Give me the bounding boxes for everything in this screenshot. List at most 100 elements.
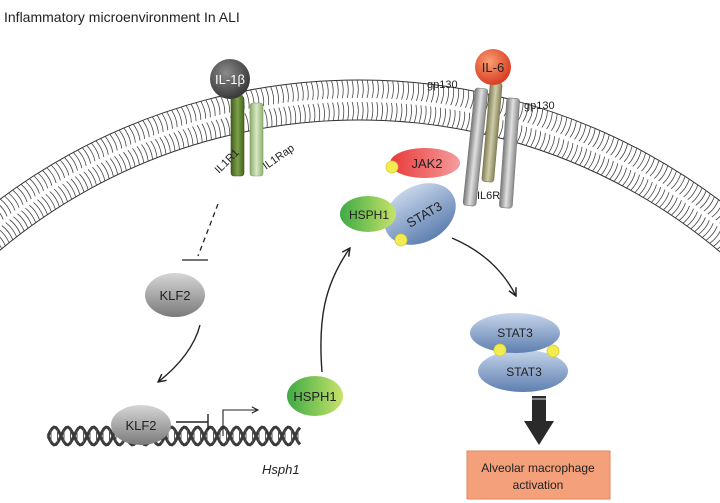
lipid-tail xyxy=(8,192,33,226)
lipid-tail xyxy=(678,187,703,221)
lipid-tail xyxy=(270,86,278,127)
lipid-tail xyxy=(690,196,715,230)
lipid-tail xyxy=(104,136,123,173)
lipid-tail xyxy=(16,186,41,221)
lipid-tail xyxy=(385,80,389,121)
il6r-label: IL6R xyxy=(477,190,500,202)
lipid-tail xyxy=(86,145,106,182)
lipid-tail xyxy=(114,131,132,169)
block-arrow-head xyxy=(524,421,554,445)
lipid-tail xyxy=(394,81,399,122)
lipid-tail xyxy=(0,229,10,243)
lipid-tail xyxy=(147,118,162,157)
lipid-tail xyxy=(305,82,311,123)
lipid-tail xyxy=(176,108,189,147)
jak2-label: JAK2 xyxy=(411,156,442,171)
lipid-tail xyxy=(371,80,374,121)
lipid-tail xyxy=(200,101,212,140)
lipid-tail xyxy=(109,133,127,171)
lipid-tail xyxy=(682,190,707,224)
lipid-tail xyxy=(73,152,93,188)
lipid-tail xyxy=(0,236,6,246)
stat3-complex-body xyxy=(384,183,456,245)
lipid-tail xyxy=(557,118,572,157)
lipid-tail xyxy=(713,239,720,247)
lipid-tail xyxy=(37,172,60,207)
hsph1-to-complex-arrow xyxy=(320,248,350,373)
lipid-tail xyxy=(59,159,81,195)
membrane-edge xyxy=(0,79,720,202)
lipid-tail xyxy=(33,175,56,210)
lipid-tail xyxy=(132,123,149,162)
stat3-complex-phosphate xyxy=(394,233,408,247)
gp130-left-receptor xyxy=(462,87,489,207)
lipid-tail xyxy=(574,126,591,164)
lipid-tail xyxy=(413,82,419,123)
hsph1-protein: HSPH1 xyxy=(287,376,343,416)
lipid-tail xyxy=(671,181,695,216)
il1rap-label: IL1Rap xyxy=(261,142,297,172)
lipid-tail xyxy=(543,113,558,152)
lipid-tail xyxy=(82,147,102,184)
membrane-edge xyxy=(0,119,720,253)
lipid-tail xyxy=(609,143,629,180)
lipid-tail xyxy=(161,113,176,152)
lipid-tail xyxy=(265,87,273,127)
cell-membrane xyxy=(0,79,720,253)
lipid-tail xyxy=(123,127,140,165)
block-arrow-stripe xyxy=(532,398,546,400)
lipid-tail xyxy=(326,80,330,121)
lipid-tail xyxy=(190,103,203,143)
lipid-tail xyxy=(366,79,369,121)
lipid-tail xyxy=(465,91,475,131)
lipid-tail xyxy=(118,129,136,167)
stat3-dimer: STAT3 STAT3 xyxy=(470,313,568,392)
lipid-tail xyxy=(320,81,325,122)
inhibition-dashed-line xyxy=(197,203,219,257)
lipid-tail xyxy=(686,193,711,227)
lipid-tail xyxy=(626,152,647,189)
lipid-tail xyxy=(552,117,568,155)
jak2-body xyxy=(390,148,460,178)
lipid-tail xyxy=(180,106,194,146)
lipid-tail xyxy=(418,83,425,124)
gene-label: Hsph1 xyxy=(262,462,300,477)
lipid-tail xyxy=(675,184,699,219)
lipid-tail xyxy=(171,109,185,149)
block-arrow-stem xyxy=(532,396,546,422)
lipid-tail xyxy=(275,85,282,126)
lipid-tail xyxy=(437,85,445,126)
stat3-dimer-phosphate-right xyxy=(546,344,560,358)
lipid-tail xyxy=(409,82,414,123)
lipid-tail xyxy=(583,130,601,168)
klf2-dna-body xyxy=(111,405,171,445)
lipid-tail xyxy=(0,212,17,238)
lipid-tail xyxy=(64,157,85,193)
il1-receptor-complex: IL-1β IL1R1 IL1Rap xyxy=(210,59,297,177)
lipid-tail xyxy=(46,167,68,202)
lipid-tail xyxy=(561,120,577,159)
lipid-tail xyxy=(456,89,465,129)
jak2-phosphate xyxy=(385,160,399,174)
lipid-tail xyxy=(667,179,690,213)
lipid-tail xyxy=(622,150,642,187)
lipid-tail xyxy=(151,116,167,155)
stat3-dimer-top-body xyxy=(470,313,560,353)
lipid-tail xyxy=(50,164,73,200)
lipid-tail xyxy=(617,148,638,184)
lipid-tail xyxy=(137,121,154,160)
klf2-protein: KLF2 xyxy=(145,273,205,317)
stat3-dimer-bottom-label: STAT3 xyxy=(506,365,542,379)
lipid-tail xyxy=(701,215,720,238)
lipid-tail xyxy=(346,80,350,121)
lipid-tail xyxy=(100,138,119,175)
lipid-tail xyxy=(399,81,404,122)
lipid-tail xyxy=(432,85,440,126)
transcription-start-arrow xyxy=(222,410,258,436)
hsph1-complex-label: HSPH1 xyxy=(349,208,389,222)
lipid-tail xyxy=(428,84,435,125)
il1b-label: IL-1β xyxy=(215,72,245,87)
lipid-tail xyxy=(331,80,335,121)
lipid-tail xyxy=(91,142,110,179)
